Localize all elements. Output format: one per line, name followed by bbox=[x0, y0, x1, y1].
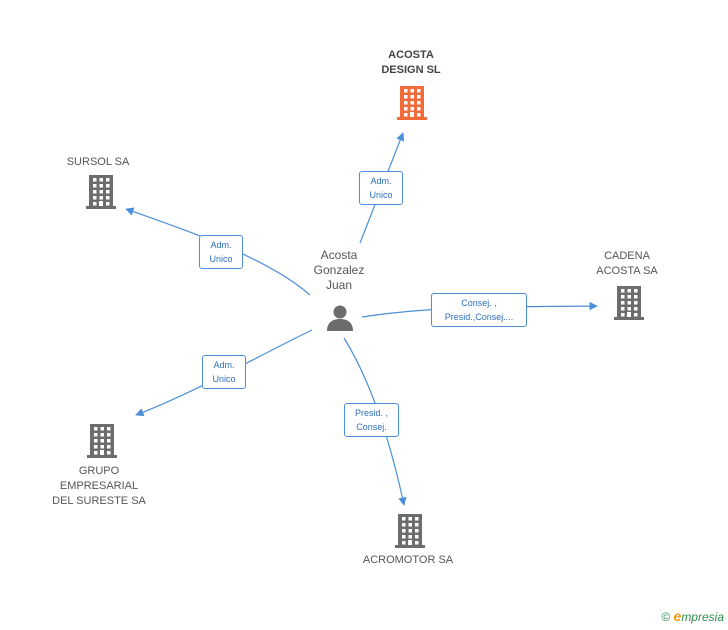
relation-label-acromotor[interactable]: Presid. , Consej. bbox=[344, 403, 399, 437]
company-label-line: ACROMOTOR SA bbox=[362, 554, 454, 566]
building-icon[interactable] bbox=[613, 284, 645, 320]
relation-line: Consej. , bbox=[461, 298, 497, 308]
empresia-watermark[interactable]: © empresia bbox=[661, 608, 724, 624]
relation-label-acosta-design[interactable]: Adm. Unico bbox=[359, 171, 403, 205]
person-icon[interactable] bbox=[325, 302, 355, 332]
relation-line: Consej. bbox=[356, 422, 387, 432]
building-icon[interactable] bbox=[85, 173, 117, 209]
relation-line: Adm. bbox=[213, 360, 235, 370]
copyright-symbol: © bbox=[661, 610, 671, 624]
relation-label-sursol[interactable]: Adm. Unico bbox=[199, 235, 243, 269]
company-label-line: ACOSTA SA bbox=[596, 265, 658, 277]
relation-line: Adm. bbox=[370, 176, 392, 186]
building-icon[interactable] bbox=[86, 422, 118, 458]
relation-line: Unico bbox=[369, 190, 393, 200]
company-label-line: DESIGN SL bbox=[381, 64, 441, 76]
company-label-sursol[interactable]: SURSOL SA bbox=[67, 155, 130, 170]
person-name[interactable]: Acosta Gonzalez Juan bbox=[314, 248, 365, 293]
company-label-acosta-design[interactable]: ACOSTA DESIGN SL bbox=[381, 48, 440, 78]
building-icon[interactable] bbox=[396, 84, 428, 120]
relation-line: Presid.,Consej.... bbox=[444, 312, 514, 322]
relation-label-grupo-empresarial[interactable]: Adm. Unico bbox=[202, 355, 246, 389]
person-name-line: Acosta bbox=[320, 248, 358, 262]
person-name-line: Gonzalez bbox=[313, 263, 365, 277]
company-label-line: GRUPO bbox=[78, 465, 120, 477]
company-label-cadena-acosta[interactable]: CADENA ACOSTA SA bbox=[596, 249, 658, 279]
company-label-line: CADENA bbox=[604, 250, 650, 262]
company-label-line: ACOSTA bbox=[388, 49, 434, 61]
person-name-line: Juan bbox=[325, 278, 353, 292]
company-label-acromotor[interactable]: ACROMOTOR SA bbox=[363, 553, 453, 568]
company-label-grupo-empresarial[interactable]: GRUPO EMPRESARIAL DEL SURESTE SA bbox=[52, 464, 146, 509]
empresia-logo-initial: e bbox=[673, 608, 682, 624]
relation-line: Adm. bbox=[210, 240, 232, 250]
relation-line: Presid. , bbox=[354, 408, 388, 418]
empresia-logo-text: mpresia bbox=[681, 610, 724, 624]
company-label-line: SURSOL SA bbox=[66, 156, 130, 168]
relation-line: Unico bbox=[209, 254, 233, 264]
building-icon[interactable] bbox=[394, 512, 426, 548]
relation-label-cadena-acosta[interactable]: Consej. , Presid.,Consej.... bbox=[431, 293, 527, 327]
relation-line: Unico bbox=[212, 374, 236, 384]
company-label-line: DEL SURESTE SA bbox=[52, 495, 146, 507]
company-label-line: EMPRESARIAL bbox=[59, 480, 139, 492]
